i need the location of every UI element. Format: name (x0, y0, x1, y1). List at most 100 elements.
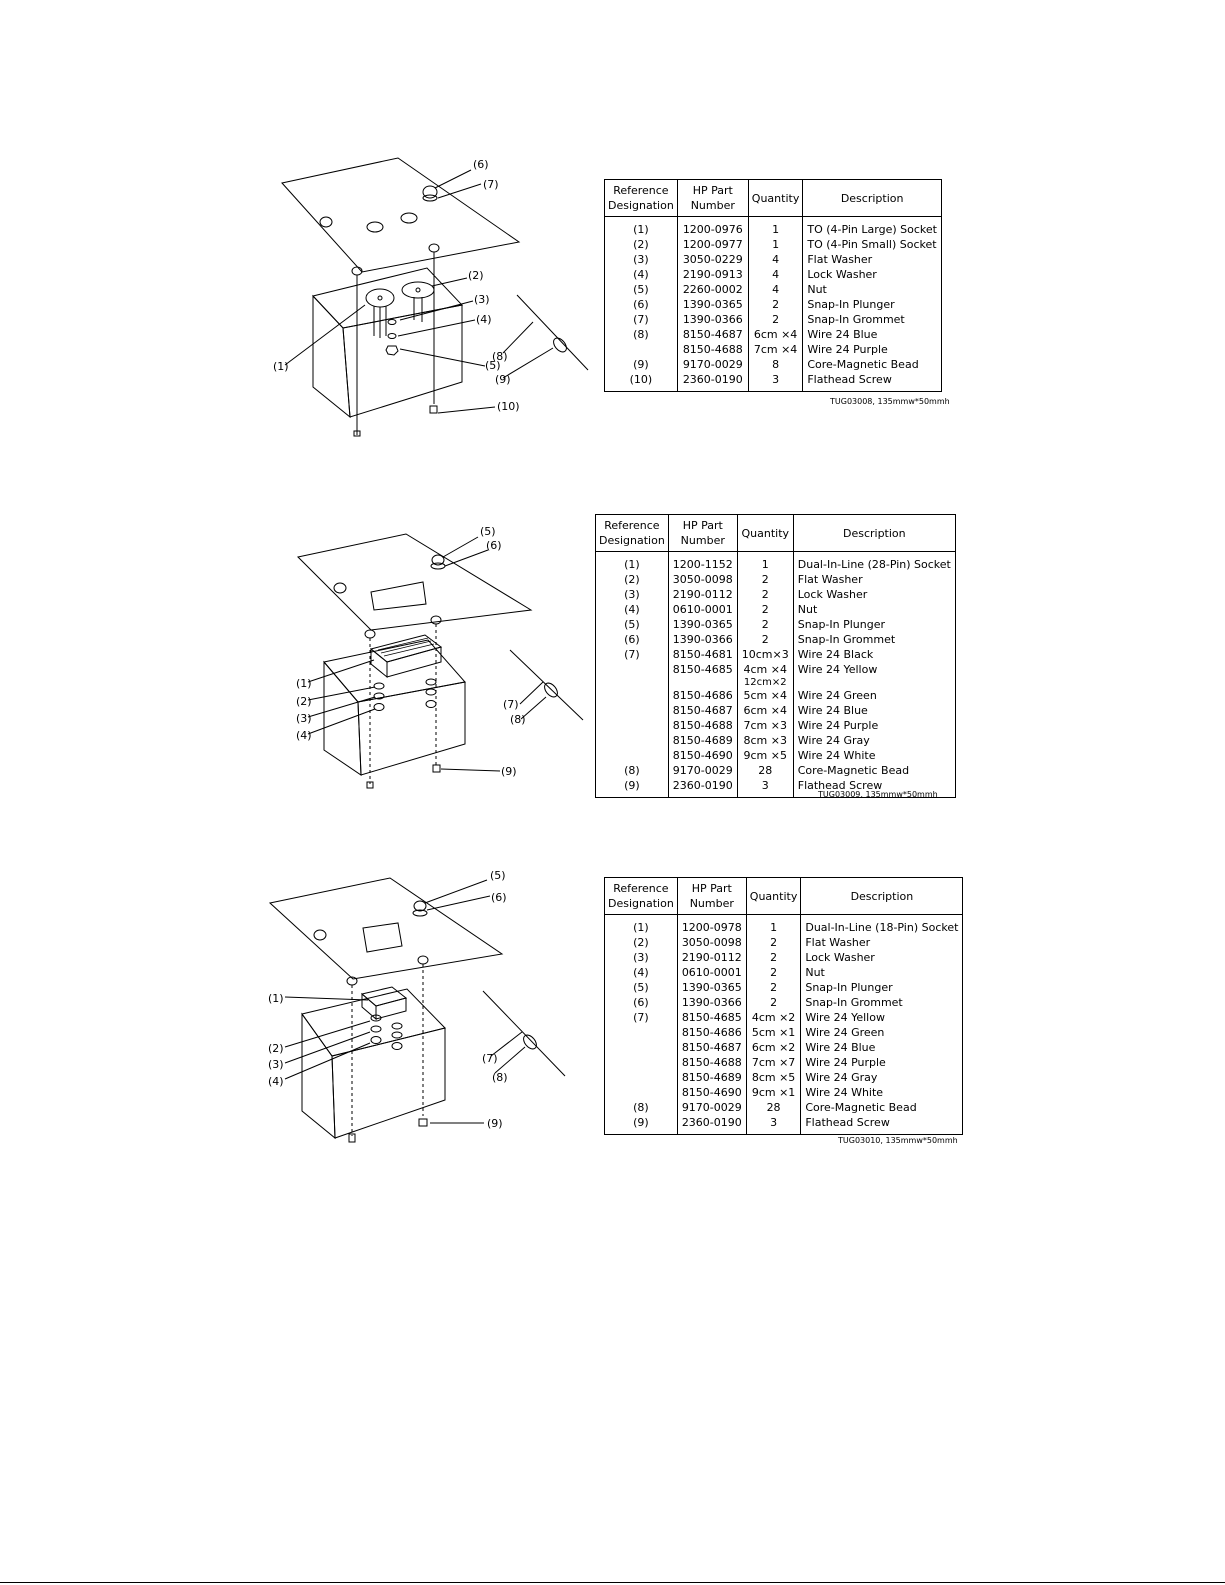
quantity-cell-text: 7cm ×7 (751, 1056, 796, 1069)
quantity-cell: 1 (747, 237, 804, 252)
part-number-cell-text: 8150-4685 (672, 663, 733, 676)
fig2-wire (509, 649, 584, 721)
description-cell: Nut (792, 602, 956, 617)
description-cell: Snap-In Grommet (802, 312, 942, 327)
fig1-large-socket (365, 288, 395, 308)
reference-cell: (1) (604, 914, 678, 935)
reference-cell-text: (7) (624, 648, 640, 661)
description-cell: Wire 24 Green (792, 688, 956, 703)
quantity-cell-text: 2 (770, 996, 778, 1009)
fig2-label-9: (9) (501, 765, 517, 778)
part-number-cell-text: 2360-0190 (681, 1116, 742, 1129)
quantity-cell: 3 (736, 778, 794, 798)
part-number-cell-text: 1200-0977 (682, 238, 743, 251)
quantity-cell: 5cm ×1 (745, 1025, 802, 1040)
quantity-cell: 1 (745, 914, 802, 935)
description-cell: Dual-In-Line (18-Pin) Socket (800, 914, 964, 935)
part-number-cell: 9170-0029 (676, 1100, 747, 1115)
description-cell-text: Wire 24 Purple (797, 719, 879, 732)
reference-cell: (10) (604, 372, 678, 392)
reference-cell-text: (4) (633, 966, 649, 979)
quantity-cell-text: 2 (761, 633, 769, 646)
reference-cell-text: (9) (624, 779, 640, 792)
description-cell: Snap-In Plunger (802, 297, 942, 312)
quantity-cell-text: 9cm ×1 (751, 1086, 796, 1099)
description-cell-text: Core-Magnetic Bead (797, 764, 910, 777)
fig1-label-9: (9) (495, 373, 511, 386)
fig1-parts-table: Reference Designation HP Part Number Qua… (604, 179, 942, 392)
quantity-cell-text: 2 (770, 936, 778, 949)
header-part-number: HP Part Number (676, 179, 749, 217)
description-cell-text: Snap-In Plunger (797, 618, 886, 631)
header-reference: Reference Designation (604, 179, 678, 217)
description-cell-text: Wire 24 Yellow (805, 1011, 885, 1024)
description-cell: Wire 24 Purple (800, 1055, 964, 1070)
reference-cell: (3) (595, 587, 669, 602)
reference-cell-text: (2) (624, 573, 640, 586)
part-number-cell: 1390-0366 (667, 632, 738, 647)
reference-cell-text: (7) (633, 1011, 649, 1024)
quantity-cell: 7cm ×7 (745, 1055, 802, 1070)
description-cell-text: Snap-In Grommet (807, 313, 905, 326)
quantity-cell-text: 5cm ×1 (751, 1026, 796, 1039)
header-part-number: HP Part Number (676, 877, 747, 915)
quantity-cell-text: 2 (761, 618, 769, 631)
quantity-cell-text: 6cm ×4 (753, 328, 798, 341)
reference-cell: (2) (604, 237, 678, 252)
quantity-cell: 4 (747, 252, 804, 267)
quantity-cell-text: 7cm ×4 (753, 343, 798, 356)
description-cell-text: Lock Washer (807, 268, 877, 281)
reference-cell (604, 1085, 678, 1100)
part-number-cell-text: 1390-0365 (681, 981, 742, 994)
quantity-cell-text: 2 (770, 981, 778, 994)
part-number-cell-text: 1200-0976 (682, 223, 743, 236)
part-number-cell-text: 1200-0978 (681, 921, 742, 934)
quantity-cell-text: 3 (772, 373, 780, 386)
description-cell-text: Flathead Screw (797, 779, 883, 792)
fig1-box-front (342, 304, 463, 418)
reference-cell: (6) (604, 297, 678, 312)
header-quantity: Quantity (736, 514, 794, 552)
quantity-cell-extra: 12cm×2 (743, 677, 787, 688)
part-number-cell-text: 8150-4685 (681, 1011, 742, 1024)
reference-cell (595, 718, 669, 733)
part-number-cell: 8150-4690 (676, 1085, 747, 1100)
reference-cell (604, 1070, 678, 1085)
part-number-cell: 2190-0112 (667, 587, 738, 602)
fig1-label-10: (10) (497, 400, 520, 413)
fig1-small-socket (401, 281, 435, 299)
quantity-cell: 28 (745, 1100, 802, 1115)
quantity-cell: 2 (745, 965, 802, 980)
reference-cell-text: (8) (624, 764, 640, 777)
description-cell: TO (4-Pin Small) Socket (802, 237, 942, 252)
description-cell: Wire 24 Yellow (792, 662, 956, 688)
quantity-cell-text: 2 (770, 951, 778, 964)
reference-cell: (7) (604, 312, 678, 327)
part-number-cell-text: 9170-0029 (682, 358, 743, 371)
quantity-cell-text: 28 (766, 1101, 781, 1114)
reference-cell-text: (9) (633, 1116, 649, 1129)
part-number-cell-text: 1390-0366 (682, 313, 743, 326)
description-cell: Wire 24 Blue (792, 703, 956, 718)
quantity-cell-text: 1 (761, 558, 769, 571)
quantity-cell: 28 (736, 763, 794, 778)
reference-cell: (4) (595, 602, 669, 617)
description-cell: Core-Magnetic Bead (802, 357, 942, 372)
fig3-plate-cutout (362, 922, 403, 953)
part-number-cell-text: 8150-4681 (672, 648, 733, 661)
reference-cell-text: (3) (633, 253, 649, 266)
part-number-cell: 8150-4686 (676, 1025, 747, 1040)
